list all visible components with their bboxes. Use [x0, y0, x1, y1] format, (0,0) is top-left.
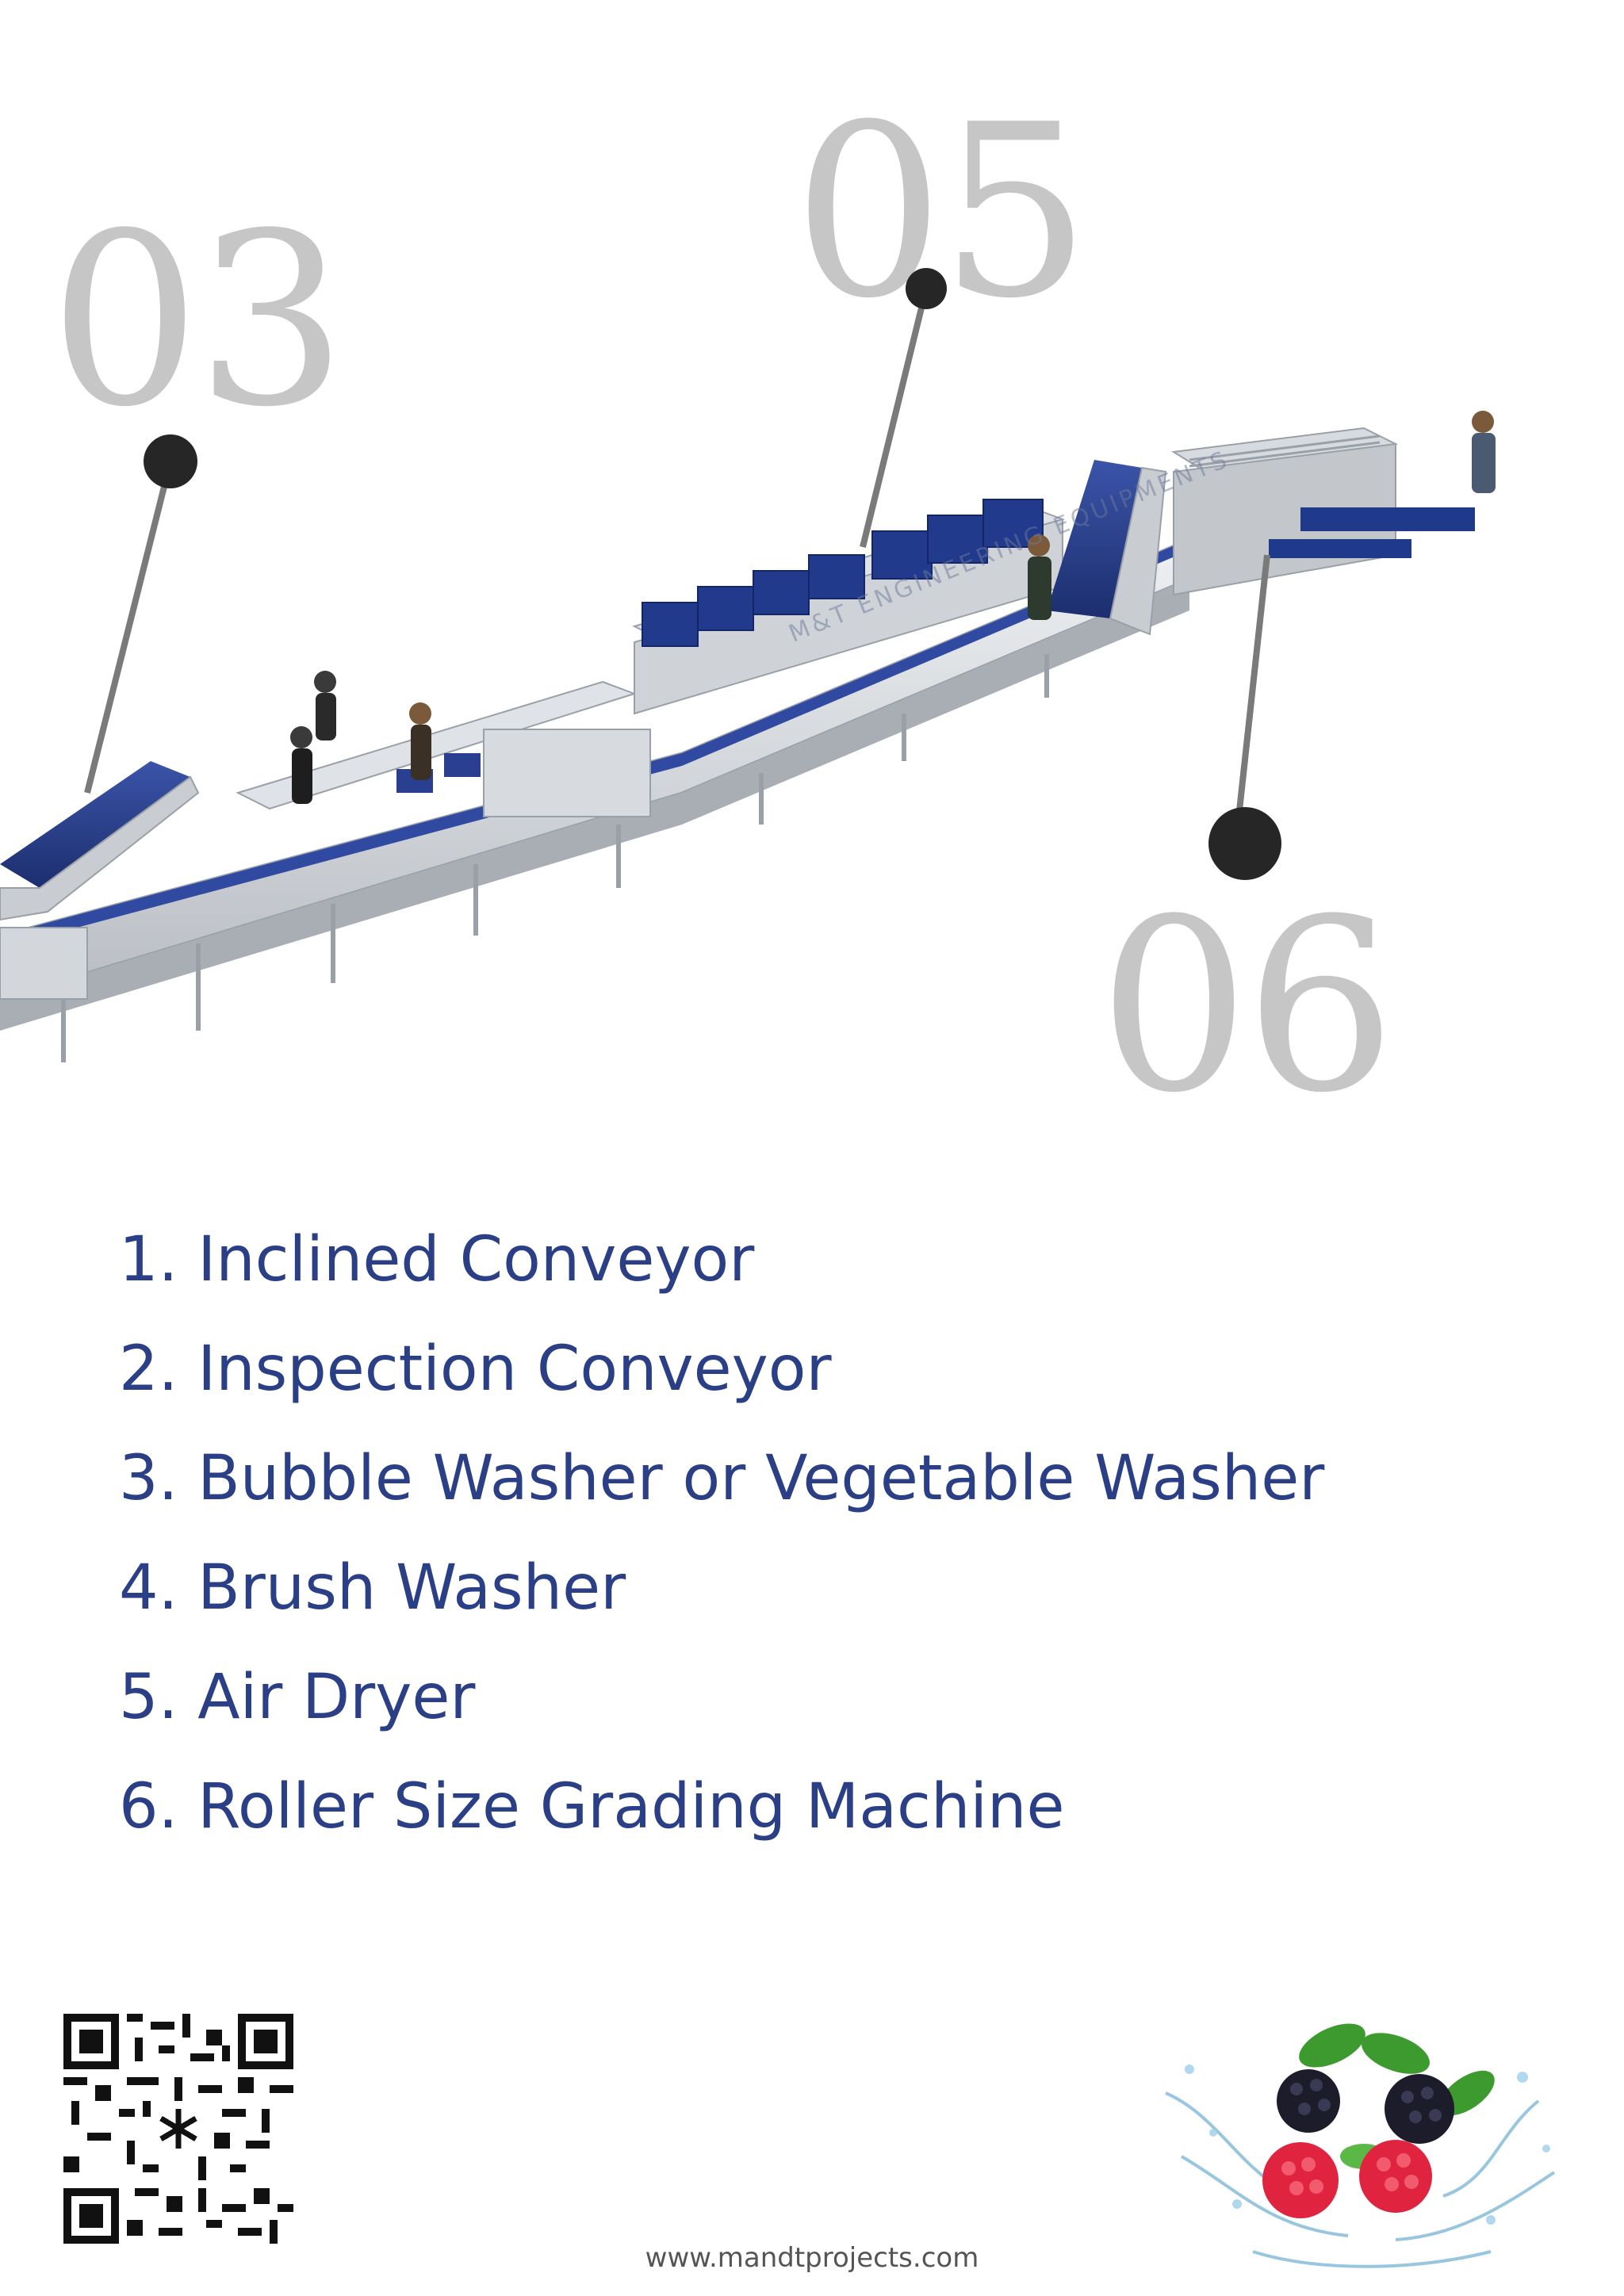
callout-dot-06	[1208, 807, 1281, 880]
list-item: 2. Inspection Conveyor	[119, 1334, 832, 1405]
callout-number-06: 06	[1098, 868, 1396, 1145]
list-item: 5. Air Dryer	[119, 1662, 476, 1733]
berries-splash-image	[1165, 2023, 1556, 2268]
callout-number-03: 03	[49, 182, 347, 459]
inclined-conveyor	[0, 761, 200, 1000]
equipment-list: 1. Inclined Conveyor 2. Inspection Conve…	[119, 1205, 1324, 1862]
website-link[interactable]: www.mandtprojects.com	[645, 2242, 979, 2274]
callout-dot-05	[906, 268, 947, 309]
workers	[290, 411, 1496, 804]
production-line-illustration: M&T ENGINEERING EQUIPMENTS	[0, 411, 1496, 1062]
callout-dot-03	[144, 434, 197, 488]
list-item: 3. Bubble Washer or Vegetable Washer	[119, 1443, 1325, 1514]
list-item: 1. Inclined Conveyor	[119, 1224, 755, 1295]
machine-frame	[0, 537, 1191, 1062]
roller-grading-machine	[1171, 427, 1475, 596]
list-item: 6. Roller Size Grading Machine	[119, 1771, 1065, 1843]
inspection-conveyor	[236, 680, 651, 817]
air-dryer	[1047, 460, 1167, 636]
qr-code-icon[interactable]	[63, 2014, 293, 2244]
list-item: 4. Brush Washer	[119, 1552, 626, 1624]
